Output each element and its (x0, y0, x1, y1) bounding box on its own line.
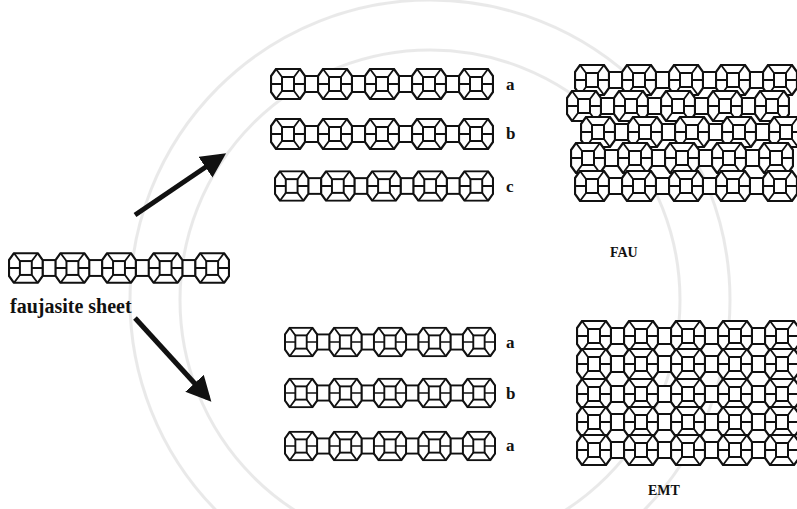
layer-letter: c (506, 178, 514, 195)
framework-code: EMT (648, 484, 680, 498)
layer-letter: a (506, 76, 515, 93)
sheet-caption: faujasite sheet (10, 296, 132, 316)
framework-code: FAU (610, 246, 638, 260)
layer-letter: b (506, 125, 515, 142)
layer-letter: b (506, 385, 515, 402)
layer-letter: a (506, 437, 515, 454)
layer-letter: a (506, 334, 515, 351)
